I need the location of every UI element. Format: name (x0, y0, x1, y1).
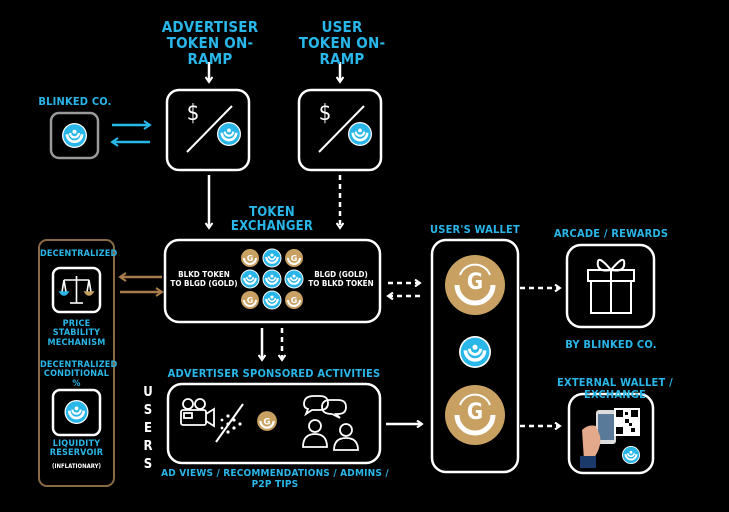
activity-divider (215, 403, 244, 443)
users-letter: S (143, 457, 153, 472)
exchanger-left-line2: TO BLGD (GOLD) (170, 279, 238, 289)
wallet-gold-letter: G (466, 270, 484, 295)
gift-icon (587, 259, 635, 314)
exchange-slash-icon (318, 105, 365, 153)
people-chat-icon (302, 395, 359, 451)
decentralized-label: DECENTRALIZED (40, 249, 118, 259)
lr-line1: LIQUIDITY (52, 439, 101, 449)
exchanger-title-line1: TOKEN (249, 205, 295, 220)
liquidity-reservoir-label: LIQUIDITY RESERVOIR (40, 439, 113, 459)
advertiser-dollar-icon: $ (186, 101, 200, 126)
phone-qr-icon (580, 408, 640, 468)
exchanger-left-line1: BLKD TOKEN (178, 270, 230, 279)
psm-line2: MECHANISM (47, 337, 106, 348)
advertiser-onramp-line1: ADVERTISER (161, 18, 259, 36)
users-wallet-title: USER'S WALLET (430, 223, 520, 236)
exchanger-right-line2: TO BLKD TOKEN (308, 279, 374, 289)
scales-icon (58, 276, 95, 304)
arcade-rewards-title: ARCADE / REWARDS (553, 227, 669, 240)
blgd-to-blkd-label: BLGD (GOLD) TO BLKD TOKEN (305, 270, 377, 288)
dc-line2: CONDITIONAL % (43, 369, 110, 389)
advertiser-onramp-line2: TOKEN ON-RAMP (166, 33, 254, 68)
wallet-gold-token-icon-2 (445, 385, 505, 445)
users-letter: E (144, 421, 152, 436)
exchange-slash-icon (186, 105, 233, 153)
users-letter: S (143, 403, 153, 418)
activities-caption: AD VIEWS / RECOMMENDATIONS / ADMINS / P2… (161, 468, 389, 490)
wallet-gold-letter-2: G (466, 400, 484, 425)
reservoir-token-icon (63, 398, 90, 426)
wallet-blue-token-icon (457, 334, 493, 370)
exchanger-right-line1: BLGD (GOLD) (314, 270, 368, 279)
price-stability-label: PRICE STABILITY MECHANISM (40, 319, 113, 348)
blkd-to-blgd-label: BLKD TOKEN TO BLGD (GOLD) (168, 270, 240, 288)
token-grid (239, 247, 305, 311)
decentralized-conditional-label: DECENTRALIZED CONDITIONAL % (40, 360, 118, 389)
exchanger-title-line2: EXCHANGER (230, 218, 314, 234)
lr-line2: RESERVOIR (49, 448, 104, 459)
user-dollar-icon: $ (318, 101, 332, 126)
users-letter: R (143, 439, 153, 454)
psm-line1: PRICE STABILITY (52, 319, 101, 339)
user-onramp-label: USER TOKEN ON-RAMP (282, 18, 402, 68)
dc-line1: DECENTRALIZED (40, 360, 118, 370)
blinked-co-label: BLINKED CO. (38, 95, 112, 108)
users-vertical-label: U S E R S (138, 384, 158, 474)
external-token-icon (621, 445, 641, 465)
advertiser-token-icon (215, 120, 243, 148)
user-onramp-line2: TOKEN ON-RAMP (298, 33, 386, 68)
user-onramp-line1: USER (321, 18, 363, 36)
activities-title: ADVERTISER SPONSORED ACTIVITIES (167, 367, 381, 380)
arcade-by-blinked: BY BLINKED CO. (565, 338, 657, 351)
projector-beam-icon (220, 414, 242, 434)
wallet-gold-token-icon (445, 255, 505, 315)
blinked-token-icon (60, 121, 89, 150)
inflationary-label: (INFLATIONARY) (51, 463, 101, 470)
advertiser-onramp-label: ADVERTISER TOKEN ON-RAMP (150, 18, 270, 68)
user-token-icon (346, 120, 374, 148)
external-wallet-title: EXTERNAL WALLET / EXCHANGE (557, 376, 673, 401)
activity-gold-token-icon (256, 410, 278, 432)
users-letter: U (143, 385, 153, 400)
token-exchanger-title: TOKEN EXCHANGER (222, 206, 322, 233)
video-camera-icon (180, 398, 215, 428)
